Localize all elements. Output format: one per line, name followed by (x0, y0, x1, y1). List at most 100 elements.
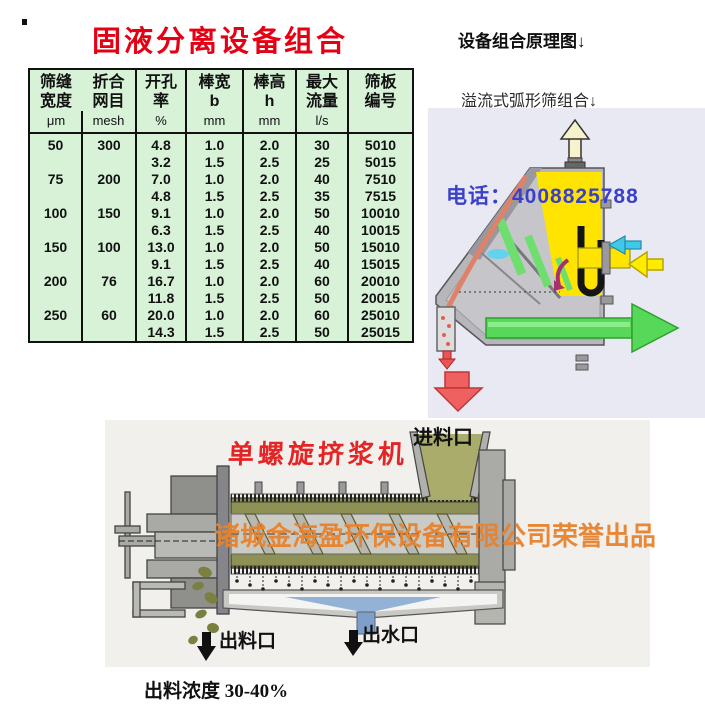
table-cell: 10010 (347, 205, 414, 222)
table-cell: 50 (295, 290, 349, 307)
table-cell: 1.0 (185, 171, 244, 188)
table-cell (28, 188, 83, 205)
internal-flow-streams (487, 218, 573, 292)
table-cell: 10015 (347, 222, 414, 239)
reject-stream (445, 174, 529, 310)
table-cell (81, 222, 137, 239)
table-cell: 75 (28, 171, 83, 188)
table-cell: 2.5 (242, 154, 297, 171)
concentration-note: 出料浓度 30-40% (144, 681, 289, 702)
table-cell (81, 324, 137, 342)
table-cell: 9.1 (135, 205, 187, 222)
table-cell: 1.0 (185, 133, 244, 154)
water-outlet-label: 出水口 (362, 625, 420, 646)
table-cell: 76 (81, 273, 137, 290)
table-cell: 11.8 (135, 290, 187, 307)
table-cell: 25015 (347, 324, 414, 342)
reject-chute (436, 306, 456, 352)
table-cell: 2.5 (242, 222, 297, 239)
table-cell: 20.0 (135, 307, 187, 324)
table-cell: 40 (295, 171, 349, 188)
feed-arrow-icon (627, 250, 664, 279)
table-cell: 30 (295, 133, 349, 154)
feed-pipe (577, 241, 631, 275)
table-cell: 3.2 (135, 154, 187, 171)
table-cell: 150 (28, 239, 83, 256)
drive-gearbox (114, 465, 235, 615)
table-cell: 40 (295, 222, 349, 239)
table-cell: 25010 (347, 307, 414, 324)
table-cell: 13.0 (135, 239, 187, 256)
table-cell: 1.0 (185, 307, 244, 324)
machine-title: 单螺旋挤浆机 (227, 440, 409, 469)
table-cell: 1.5 (185, 290, 244, 307)
table-cell: 20015 (347, 290, 414, 307)
reject-arrow-icon (433, 350, 484, 413)
arc-screen-diagram (428, 108, 705, 418)
discharge-chute (132, 581, 186, 618)
table-cell: 50 (295, 324, 349, 342)
water-outlet-arrow-icon (344, 630, 363, 656)
table-cell: 1.5 (185, 154, 244, 171)
table-cell: 1.5 (185, 188, 244, 205)
table-cell: 1.5 (185, 222, 244, 239)
table-cell: 60 (81, 307, 137, 324)
table-cell: 4.8 (135, 188, 187, 205)
wash-water-arrow-icon (607, 234, 642, 256)
water-tray (222, 589, 504, 635)
table-cell: 200 (28, 273, 83, 290)
table-cell: 300 (81, 133, 137, 154)
page-title: 固液分离设备组合 (92, 26, 349, 58)
corner-marker (22, 19, 27, 25)
table-cell: 5015 (347, 154, 414, 171)
table-cell: 15010 (347, 239, 414, 256)
table-cell: 15015 (347, 256, 414, 273)
schematic-heading: 设备组合原理图↓ (458, 32, 586, 51)
table-cell: 35 (295, 188, 349, 205)
table-cell: 2.5 (242, 256, 297, 273)
inlet-label: 进料口 (413, 427, 473, 449)
table-cell: 25 (295, 154, 349, 171)
rotation-arrow-icon (554, 258, 570, 291)
table-cell: 7515 (347, 188, 414, 205)
table-cell (81, 256, 137, 273)
arc-screen-heading: 溢流式弧形筛组合↓ (461, 93, 598, 110)
table-cell (28, 222, 83, 239)
table-cell: 4.8 (135, 133, 187, 154)
company-watermark: 诸城金海盈环保设备有限公司荣誉出品 (214, 521, 657, 551)
phone-number: 电话：4008825788 (446, 185, 639, 208)
table-cell: 16.7 (135, 273, 187, 290)
table-cell: 2.0 (242, 205, 297, 222)
flange-bolts (575, 199, 614, 371)
table-cell: 100 (81, 239, 137, 256)
table-cell: 100 (28, 205, 83, 222)
table-cell: 2.0 (242, 307, 297, 324)
vent-up-arrow-icon (559, 118, 591, 169)
col-header-open-area: 开孔 率% (135, 69, 187, 134)
col-header-screen-no: 筛板 编号 (347, 69, 414, 134)
table-cell: 50 (295, 205, 349, 222)
table-cell: 1.0 (185, 273, 244, 290)
table-cell: 1.0 (185, 205, 244, 222)
discharge-arrow-icon (197, 632, 216, 661)
table-cell: 2.5 (242, 188, 297, 205)
table-cell: 7510 (347, 171, 414, 188)
solids-chunks (188, 566, 219, 645)
table-cell: 50 (295, 239, 349, 256)
table-cell: 1.5 (185, 324, 244, 342)
